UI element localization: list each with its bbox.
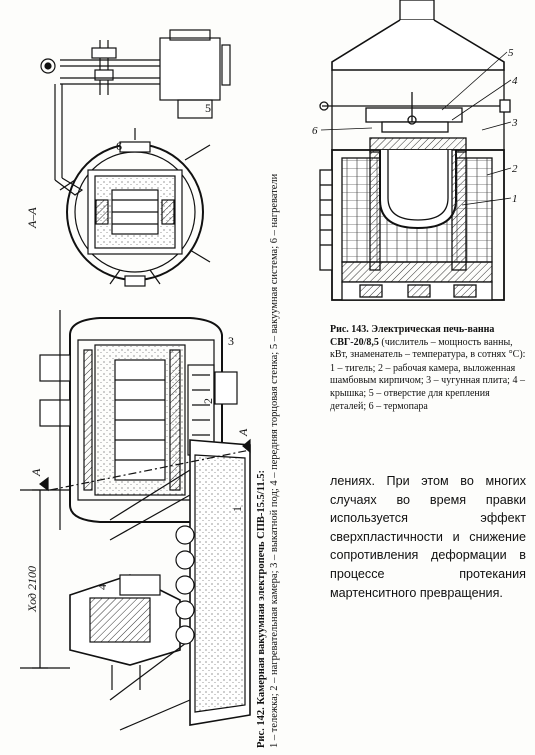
body-paragraph: лениях. При этом во многих случаях во вр… — [330, 474, 526, 600]
exhaust-hood — [331, 0, 505, 150]
section-a-a-circular-chamber — [59, 128, 211, 287]
fig142-label-3: 3 — [228, 334, 234, 348]
fig142-section-label: А–А — [25, 207, 39, 229]
fig142-section-marker-top: А — [29, 468, 43, 477]
figure-143-caption-title: Рис. 143. Электрическая печь-ванна СВГ-2… — [330, 324, 495, 348]
fig142-label-2: 2 — [201, 398, 215, 404]
section-cut-markers — [39, 438, 251, 492]
fig143-label-6: 6 — [312, 125, 318, 137]
figure-143-legend: 1 – тигель; 2 – рабочая камера, выложенн… — [330, 362, 525, 412]
figure-142-vacuum-furnace-drawing: 6 5 3 2 1 4 А–А А А Ход 2100 — [20, 29, 251, 731]
figure-142-legend: 1 – тележка; 2 – нагревательная камера; … — [269, 173, 280, 748]
lid-and-mechanism — [319, 92, 511, 133]
figure-143-caption: Рис. 143. Электрическая печь-ванна СВГ-2… — [330, 324, 526, 413]
fig143-label-4: 4 — [512, 75, 518, 87]
fig142-label-5: 5 — [205, 101, 211, 115]
fig142-label-1: 1 — [230, 506, 244, 512]
fig143-label-2: 2 — [512, 163, 518, 175]
fig142-label-6: 6 — [116, 139, 122, 153]
crucible — [369, 137, 467, 271]
fig143-label-5: 5 — [508, 47, 514, 59]
travel-dimension-line — [20, 489, 70, 669]
figure-142-caption-title: Рис. 142. Камерная вакуумная электропечь… — [256, 469, 267, 748]
trolley-rail-assembly — [109, 439, 251, 731]
fig143-label-1: 1 — [512, 193, 518, 205]
fig142-section-marker-right: А — [236, 428, 250, 437]
fig143-label-3: 3 — [511, 117, 518, 129]
chamber-longitudinal-section — [39, 310, 238, 530]
fig142-travel-dimension: Ход 2100 — [25, 566, 39, 613]
fig142-label-4: 4 — [95, 584, 109, 590]
vacuum-system-assembly — [40, 29, 231, 196]
figure-143-bath-furnace-drawing: 5 4 6 3 2 1 — [312, 0, 518, 301]
body-text: лениях. При этом во многих случаях во вр… — [330, 472, 526, 602]
front-end-wall-assembly — [69, 574, 181, 690]
figure-142-caption: Рис. 142. Камерная вакуумная электропечь… — [255, 28, 281, 748]
figure-143-caption-note: (числитель – мощность ванны, кВт, знамен… — [330, 336, 526, 361]
